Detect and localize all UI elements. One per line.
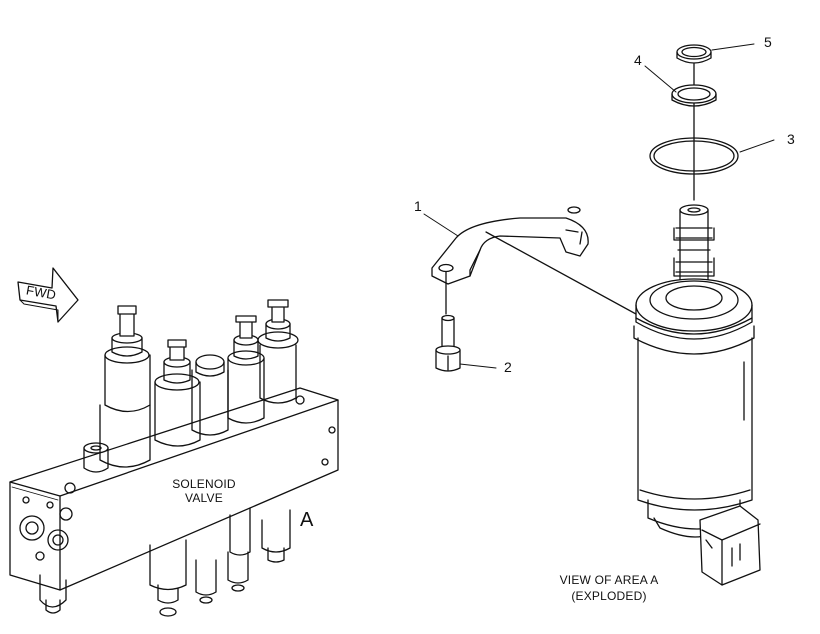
exploded-solenoid <box>431 44 761 586</box>
leader-lines <box>423 43 775 369</box>
callout-3: 3 <box>787 131 795 147</box>
fwd-arrow-icon <box>17 267 79 323</box>
solenoid-valve-assembly <box>9 299 339 617</box>
view-caption-line1: VIEW OF AREA A <box>559 573 659 587</box>
area-marker: A <box>300 509 314 531</box>
solenoid-label-line2: VALVE <box>185 491 223 505</box>
view-caption-line2: (EXPLODED) <box>571 589 647 603</box>
solenoid-label-line1: SOLENOID <box>172 477 236 491</box>
callout-2: 2 <box>504 359 512 375</box>
callout-4: 4 <box>634 52 642 68</box>
callout-5: 5 <box>764 34 772 50</box>
callout-1: 1 <box>414 198 422 214</box>
